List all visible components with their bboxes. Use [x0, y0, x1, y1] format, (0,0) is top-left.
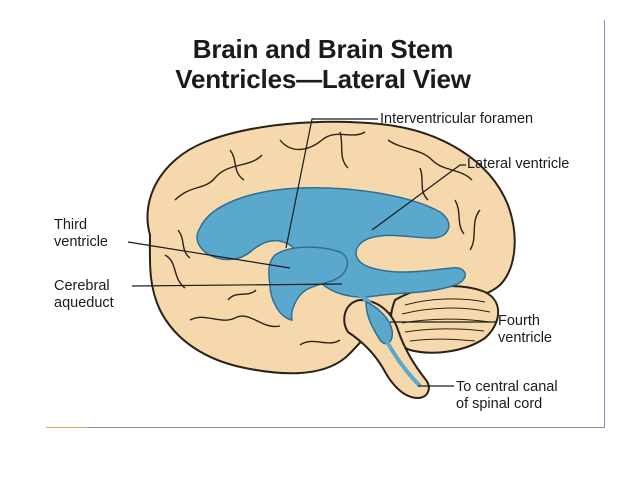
cerebral-aqueduct-shape	[335, 279, 372, 306]
label-cerebral-aqueduct-line2: aqueduct	[54, 295, 114, 311]
leader-third-ventricle	[127, 241, 291, 269]
label-lateral-ventricle: Lateral ventricle	[467, 156, 570, 172]
leader-interventricular-foramen	[285, 118, 378, 249]
label-cerebral-aqueduct-line1: Cerebral	[54, 278, 110, 294]
label-central-canal-line1: To central canal	[456, 379, 558, 395]
diagram-title: Brain and Brain Stem Ventricles—Lateral …	[138, 34, 508, 94]
label-fourth-ventricle-line1: Fourth	[498, 313, 540, 329]
slide-frame-right	[604, 20, 605, 428]
label-fourth-ventricle-line2: ventricle	[498, 330, 552, 346]
leader-cerebral-aqueduct	[131, 283, 343, 287]
label-third-ventricle-line2: ventricle	[54, 234, 108, 250]
slide-frame-accent	[46, 427, 88, 428]
label-central-canal-line2: of spinal cord	[456, 396, 543, 412]
central-canal-shape	[384, 339, 422, 388]
title-line-2: Ventricles—Lateral View	[175, 64, 471, 94]
label-third-ventricle-line1: Third	[54, 217, 88, 233]
label-interventricular-foramen: Interventricular foramen	[380, 111, 534, 127]
slide-frame-bottom	[46, 427, 605, 428]
leader-lines	[127, 118, 496, 387]
leader-lateral-ventricle	[371, 164, 466, 231]
title-line-1: Brain and Brain Stem	[192, 34, 454, 64]
